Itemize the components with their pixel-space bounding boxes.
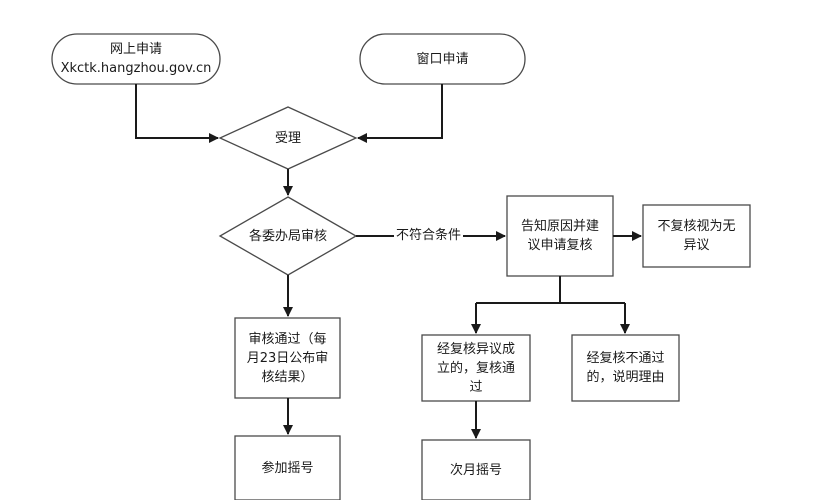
passed-shape xyxy=(234,317,341,399)
notify-split-line xyxy=(476,276,625,304)
no-recheck-line-2: 异议 xyxy=(683,238,710,253)
passed-line-1: 审核通过（每 xyxy=(248,331,327,347)
next-month-shape xyxy=(421,439,531,500)
lottery-node: 参加摇号 xyxy=(235,436,340,500)
notify-line-2: 议申请复核 xyxy=(527,238,593,253)
no-recheck-line-1: 不复核视为无 xyxy=(657,219,736,234)
online-apply-node: 网上申请 Xkctk.hangzhou.gov.cn xyxy=(52,34,220,84)
no-recheck-shape xyxy=(642,204,751,268)
recheck-fail-line-1: 经复核不通过 xyxy=(586,351,665,366)
notify-line-1: 告知原因并建 xyxy=(520,219,599,234)
recheck-fail-node: 经复核不通过的，说明理由 xyxy=(572,335,679,401)
recheck-ok-line-3: 过 xyxy=(469,379,483,395)
window-to-accept-arrow xyxy=(357,84,443,143)
window-apply-label: 窗口申请 xyxy=(416,51,469,67)
no-recheck-node: 不复核视为无异议 xyxy=(643,205,750,267)
passed-line-2: 月23日公布审 xyxy=(246,350,329,366)
recheck-fail-shape xyxy=(571,334,680,402)
passed-node: 审核通过（每月23日公布审核结果） xyxy=(235,318,340,398)
recheck-ok-node: 经复核异议成立的，复核通过 xyxy=(422,335,530,401)
notify-node: 告知原因并建议申请复核 xyxy=(507,196,613,276)
accept-label: 受理 xyxy=(274,130,301,146)
notify-shape xyxy=(506,195,614,277)
lottery-shape xyxy=(234,435,341,500)
recheck-ok-shape xyxy=(421,334,531,402)
accept-node: 受理 xyxy=(220,107,356,169)
next-month-node: 次月摇号 xyxy=(422,440,530,500)
not-qualified-edge-label: 不符合条件 xyxy=(394,228,464,244)
review-node: 各委办局审核 xyxy=(220,197,356,275)
review-label: 各委办局审核 xyxy=(248,228,327,244)
recheck-ok-line-2: 立的，复核通 xyxy=(436,360,515,376)
passed-line-3: 核结果） xyxy=(261,369,314,385)
lottery-label: 参加摇号 xyxy=(261,460,314,476)
recheck-fail-line-2: 的，说明理由 xyxy=(586,370,665,385)
window-apply-node: 窗口申请 xyxy=(360,34,525,84)
next-month-label: 次月摇号 xyxy=(449,462,502,478)
online-apply-url: Xkctk.hangzhou.gov.cn xyxy=(60,61,212,76)
online-apply-title: 网上申请 xyxy=(109,42,162,57)
online-to-accept-arrow xyxy=(135,84,219,143)
recheck-ok-line-1: 经复核异议成 xyxy=(436,341,515,357)
